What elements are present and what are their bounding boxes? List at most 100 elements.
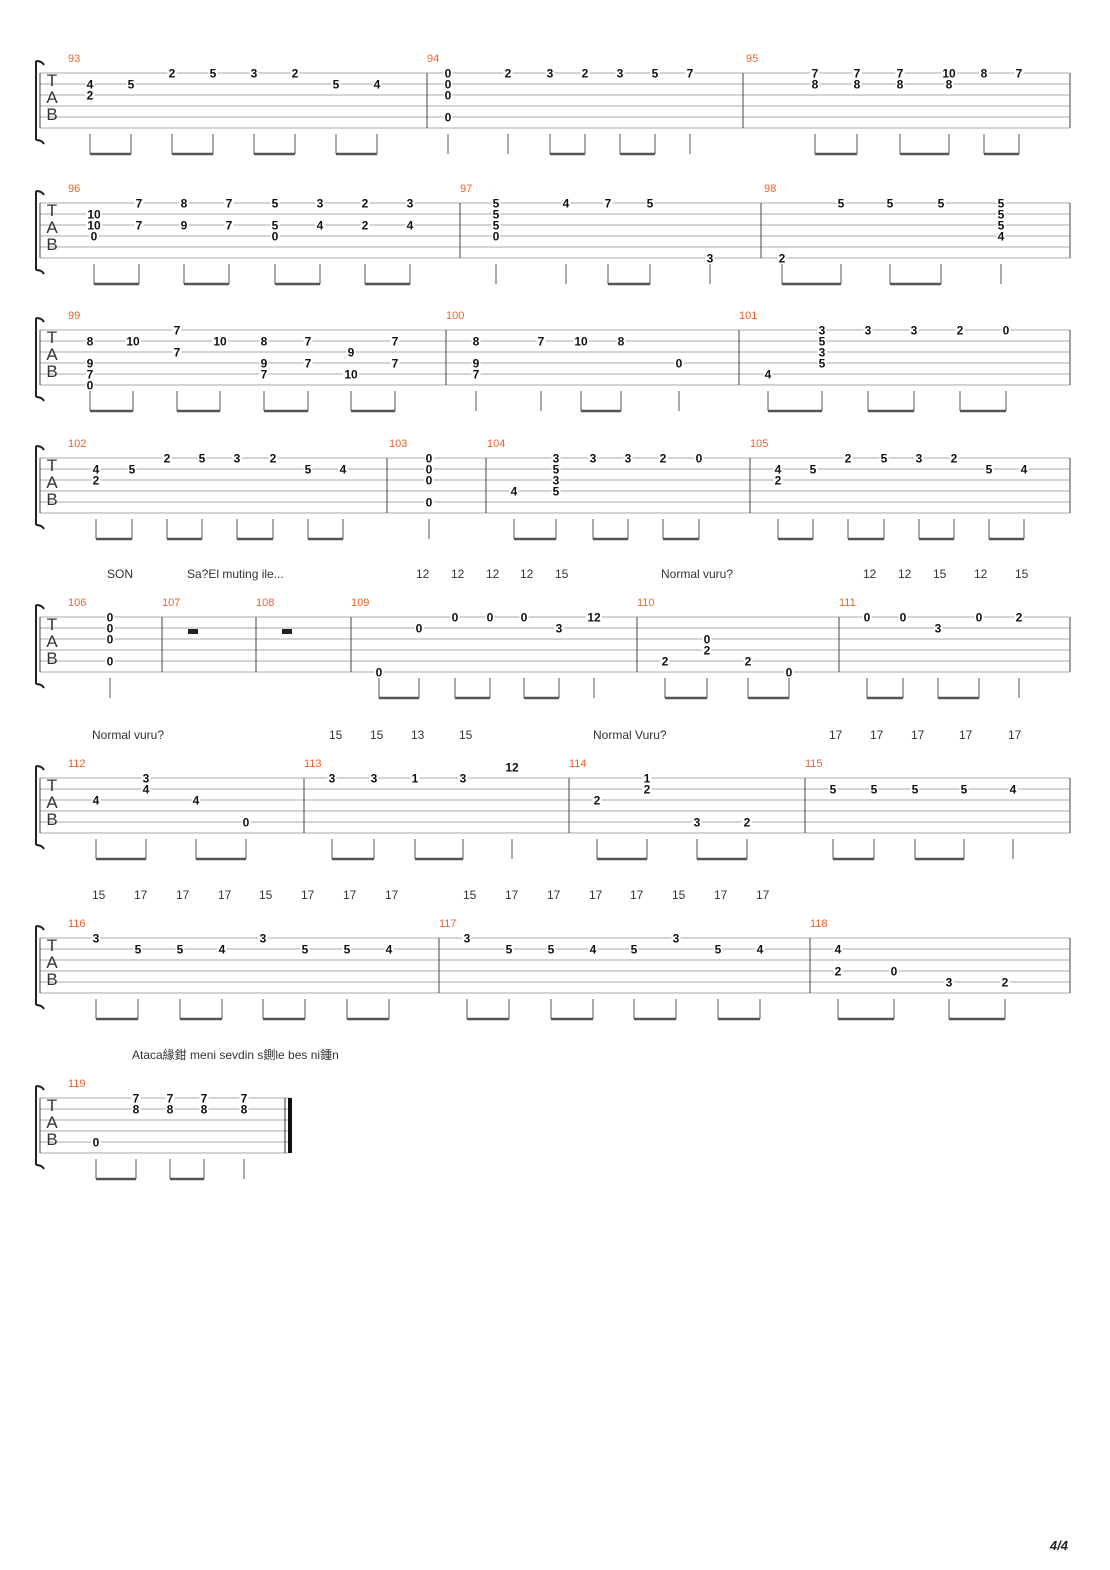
fret-number: 3 [625, 452, 632, 466]
fret-mask [131, 1092, 141, 1104]
fret-mask [1014, 611, 1024, 623]
fret-number: 2 [93, 474, 100, 488]
system-brace [35, 190, 45, 275]
system-brace [35, 445, 45, 530]
fret-mask [592, 794, 602, 806]
fret-mask [702, 633, 712, 645]
fret-mask [343, 368, 359, 380]
fret-number: 5 [998, 197, 1005, 211]
fret-number: 10 [213, 335, 227, 349]
tab-clef-letter: A [46, 793, 58, 812]
measure-number: 105 [750, 438, 768, 450]
fret-number: 2 [835, 965, 842, 979]
fret-mask [817, 324, 827, 336]
annotation-text: 12 [898, 567, 912, 581]
fret-mask [615, 67, 625, 79]
fret-number: 7 [136, 197, 143, 211]
tab-clef-letter: T [47, 328, 57, 347]
fret-mask [141, 772, 151, 784]
fret-number: 0 [900, 611, 907, 625]
measure-number: 108 [256, 597, 274, 609]
fret-number: 8 [87, 335, 94, 349]
fret-mask [1001, 324, 1011, 336]
fret-number: 5 [493, 197, 500, 211]
fret-number: 0 [107, 611, 114, 625]
annotation-text: 15 [259, 888, 273, 902]
annotation-text: 15 [555, 567, 569, 581]
system-brace [35, 317, 45, 402]
fret-number: 0 [445, 78, 452, 92]
annotation-text: Normal vuru? [92, 728, 164, 742]
fret-number: 4 [563, 197, 570, 211]
fret-number: 8 [241, 1103, 248, 1117]
tab-clef-letter: B [46, 1130, 57, 1149]
fret-number: 7 [305, 335, 312, 349]
fret-mask [372, 78, 382, 90]
measure-number: 101 [739, 310, 757, 322]
fret-number: 7 [605, 197, 612, 211]
fret-mask [713, 943, 723, 955]
fret-number: 9 [181, 219, 188, 233]
fret-mask [259, 357, 269, 369]
fret-mask [588, 452, 598, 464]
fret-mask [127, 463, 137, 475]
fret-mask [179, 219, 189, 231]
fret-number: 5 [998, 219, 1005, 233]
fret-mask [519, 611, 529, 623]
fret-number: 1 [412, 772, 419, 786]
annotation-text: 17 [756, 888, 770, 902]
fret-mask [833, 943, 843, 955]
fret-mask [91, 463, 101, 475]
annotation-text: 15 [370, 728, 384, 742]
fret-mask [162, 452, 172, 464]
tab-clef-letter: T [47, 456, 57, 475]
fret-number: 8 [181, 197, 188, 211]
annotation-text: 15 [672, 888, 686, 902]
fret-number: 3 [260, 932, 267, 946]
fret-mask [616, 335, 626, 347]
tab-clef-letter: B [46, 235, 57, 254]
measure-number: 111 [839, 597, 856, 609]
fret-number: 10 [87, 219, 101, 233]
fret-mask [270, 197, 280, 209]
annotation-text: 17 [829, 728, 843, 742]
fret-number: 5 [493, 208, 500, 222]
annotation-text: 17 [630, 888, 644, 902]
fret-number: 4 [590, 943, 597, 957]
fret-number: 5 [506, 943, 513, 957]
fret-mask [944, 78, 954, 90]
annotation-text: 12 [520, 567, 534, 581]
fret-mask [86, 219, 102, 231]
fret-mask [217, 943, 227, 955]
fret-number: 7 [812, 67, 819, 81]
fret-number: 2 [594, 794, 601, 808]
whole-rest [188, 629, 198, 634]
fret-mask [642, 783, 652, 795]
fret-number: 0 [864, 611, 871, 625]
fret-number: 10 [126, 335, 140, 349]
fret-mask [290, 67, 300, 79]
fret-number: 8 [261, 335, 268, 349]
fret-mask [910, 783, 920, 795]
fret-mask [179, 197, 189, 209]
fret-mask [755, 943, 765, 955]
tab-clef-letter: T [47, 201, 57, 220]
fret-mask [89, 230, 99, 242]
fret-number: 3 [911, 324, 918, 338]
fret-number: 5 [210, 67, 217, 81]
fret-mask [315, 197, 325, 209]
fret-mask [405, 197, 415, 209]
tab-clef-letter: A [46, 632, 58, 651]
fret-mask [504, 761, 520, 773]
annotation-text: 17 [505, 888, 519, 902]
fret-number: 0 [976, 611, 983, 625]
fret-number: 2 [775, 474, 782, 488]
measure-number: 99 [68, 310, 80, 322]
fret-number: 5 [302, 943, 309, 957]
fret-number: 4 [193, 794, 200, 808]
fret-mask [172, 346, 182, 358]
fret-mask [303, 335, 313, 347]
fret-number: 2 [1002, 976, 1009, 990]
fret-mask [944, 976, 954, 988]
fret-number: 3 [673, 932, 680, 946]
